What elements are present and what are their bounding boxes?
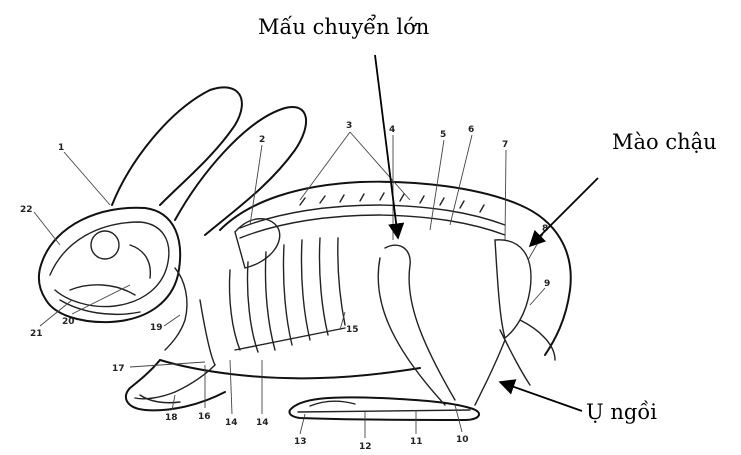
head-outline (39, 208, 180, 322)
back-outline (220, 182, 571, 355)
annotation-iliac-crest: Mào chậu (612, 130, 717, 154)
part-number-label: 9 (544, 279, 550, 289)
arrow-greater-trochanter (375, 55, 398, 238)
part-number-label: 3 (346, 121, 352, 131)
pelvis (495, 240, 555, 385)
part-number-label: 5 (440, 130, 446, 140)
femur (385, 245, 455, 400)
annotation-greater-trochanter: Mấu chuyển lớn (258, 15, 429, 39)
annotation-ischial-tuberosity: Ụ ngồi (586, 400, 657, 424)
part-number-label: 20 (62, 317, 75, 327)
arrow-iliac-crest (530, 178, 598, 246)
hind-leg-bones (298, 245, 505, 412)
part-number-label: 21 (30, 329, 43, 339)
part-number-label: 7 (502, 140, 508, 150)
arrow-ischial-tuberosity (500, 382, 582, 411)
part-number-label: 22 (20, 205, 33, 215)
part-number-label: 2 (259, 135, 265, 145)
scapula (235, 219, 280, 268)
vertebral-column (165, 193, 505, 350)
part-number-label: 11 (410, 437, 423, 447)
part-number-label: 1 (58, 143, 64, 153)
part-number-label: 19 (150, 323, 163, 333)
part-number-label: 13 (294, 437, 307, 447)
part-number-label: 17 (112, 364, 125, 374)
ear-back-outline (112, 87, 242, 205)
part-number-label: 12 (359, 442, 372, 452)
part-number-label: 6 (468, 125, 474, 135)
part-number-label: 16 (198, 412, 211, 422)
hindfoot-outline (289, 397, 479, 420)
part-number-label: 14 (256, 418, 269, 428)
part-number-label: 15 (346, 325, 359, 335)
skull (50, 222, 169, 314)
part-number-label: 14 (225, 418, 238, 428)
tibia (475, 340, 505, 405)
ribcage (200, 219, 345, 365)
part-number-labels: 1 2 3 4 5 6 7 8 9 10 11 12 13 14 14 15 (20, 121, 550, 452)
part-number-label: 18 (165, 413, 178, 423)
part-number-label: 4 (389, 125, 395, 135)
part-number-label: 10 (456, 435, 469, 445)
